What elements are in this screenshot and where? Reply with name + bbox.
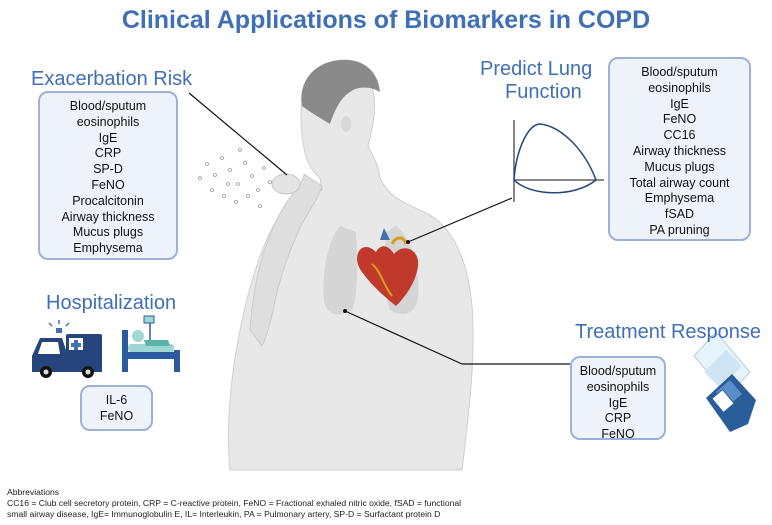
list-item: CRP: [604, 411, 632, 426]
treatment-heading: Treatment Response: [575, 321, 762, 343]
list-item: IL-6: [105, 393, 128, 407]
lung-function-heading-line2: Function: [505, 81, 582, 103]
list-item: FeNO: [99, 408, 134, 423]
exacerbation-box: Blood/sputum eosinophils IgE CRP SP-D Fe…: [38, 91, 178, 260]
list-item: eosinophils: [76, 114, 140, 129]
list-item: SP-D: [93, 162, 123, 177]
hospital-bed-icon: [122, 315, 180, 372]
list-item: Emphysema: [644, 191, 715, 206]
ambulance-icon: [32, 320, 102, 378]
list-item: Airway thickness: [61, 209, 155, 224]
connector-lung-function: [407, 197, 513, 243]
list-item: Mucus plugs: [644, 159, 715, 174]
list-item: Blood/sputum: [579, 364, 657, 378]
page-title: Clinical Applications of Biomarkers in C…: [121, 6, 651, 34]
exacerbation-heading: Exacerbation Risk: [31, 68, 193, 90]
list-item: Mucus plugs: [72, 225, 144, 240]
list-item: IgE: [608, 395, 628, 410]
abbreviations-line2: small airway disease, IgE= Immunoglobuli…: [7, 509, 441, 519]
abbreviations-line1: CC16 = Club cell secretory protein, CRP …: [7, 498, 462, 508]
cough-droplets: [198, 148, 272, 208]
list-item: eosinophils: [648, 80, 711, 95]
lung-function-box: Blood/sputum eosinophils IgE FeNO CC16 A…: [608, 57, 751, 241]
hospitalization-box: IL-6 FeNO: [80, 385, 153, 431]
flow-volume-curve-icon: [513, 120, 604, 202]
list-item: CRP: [94, 146, 122, 161]
list-item: Emphysema: [73, 241, 143, 256]
list-item: fSAD: [664, 207, 695, 222]
list-item: FeNO: [91, 177, 125, 192]
heart-lungs-icon: [357, 228, 419, 306]
list-item: CC16: [663, 128, 696, 143]
list-item: Blood/sputum: [69, 99, 147, 113]
connector-treatment-a: [344, 310, 463, 365]
list-item: Procalcitonin: [72, 193, 144, 208]
list-item: eosinophils: [586, 379, 650, 394]
treatment-box: Blood/sputum eosinophils IgE CRP FeNO: [570, 356, 666, 442]
list-item: Blood/sputum: [641, 65, 718, 79]
abbreviations-heading: Abbreviations: [7, 487, 60, 497]
list-item: IgE: [98, 130, 118, 145]
list-item: Airway thickness: [632, 143, 727, 158]
person-figure: [227, 59, 474, 471]
list-item: FeNO: [662, 112, 697, 127]
list-item: FeNO: [601, 427, 635, 442]
list-item: IgE: [670, 96, 689, 111]
connector-exacerbation: [188, 92, 288, 176]
inhaler-icon: [693, 331, 756, 432]
lung-function-heading-line1: Predict Lung: [480, 58, 593, 80]
list-item: Total airway count: [629, 175, 730, 190]
list-item: PA pruning: [649, 222, 710, 237]
hospitalization-heading: Hospitalization: [46, 292, 177, 314]
